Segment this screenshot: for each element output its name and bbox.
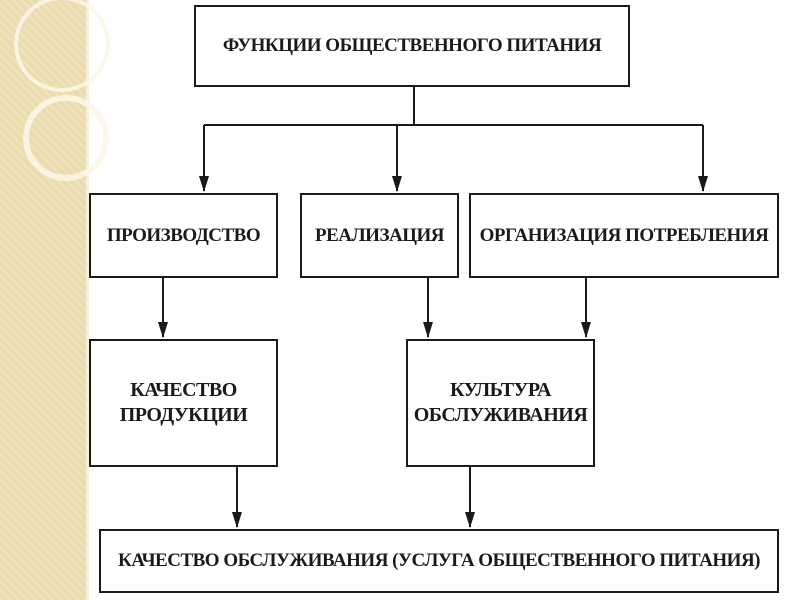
node-service-quality: КАЧЕСТВО ОБСЛУЖИВАНИЯ (УСЛУГА ОБЩЕСТВЕНН… (99, 529, 779, 593)
decorative-ring-upper (14, 0, 110, 92)
node-production: ПРОИЗВОДСТВО (89, 193, 278, 278)
node-main-functions: ФУНКЦИИ ОБЩЕСТВЕННОГО ПИТАНИЯ (194, 5, 630, 87)
decorative-ring-lower (23, 95, 109, 181)
decorative-rings (14, 0, 110, 181)
node-consumption-organization: ОРГАНИЗАЦИЯ ПОТРЕБЛЕНИЯ (469, 193, 779, 278)
side-band-edge (86, 0, 89, 600)
node-service-culture: КУЛЬТУРА ОБСЛУЖИВАНИЯ (406, 339, 595, 467)
node-product-quality: КАЧЕСТВО ПРОДУКЦИИ (89, 339, 278, 467)
node-sales: РЕАЛИЗАЦИЯ (300, 193, 459, 278)
